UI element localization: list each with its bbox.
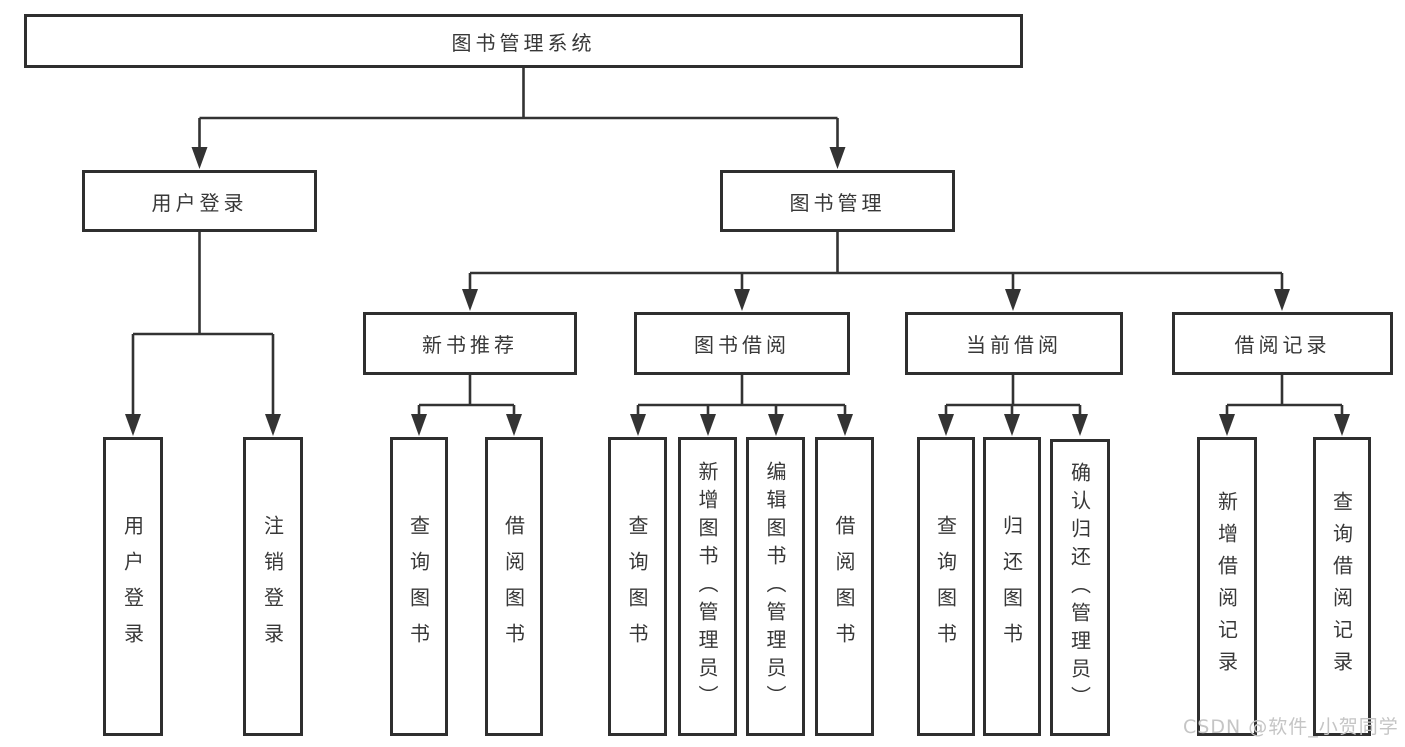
arrowhead [1005,289,1021,311]
node-root: 图书管理系统 [24,14,1023,68]
connector-root-branch [191,68,846,169]
arrowhead [125,414,141,436]
arrowhead [837,414,853,436]
arrowhead [462,289,478,311]
arrowhead [265,414,281,436]
arrowhead [1334,414,1350,436]
node-user-login: 用户登录 [82,170,317,232]
node-leaf-user-login: 用户登录 [103,437,163,736]
connector-borrow-records-branch [1219,375,1350,436]
csdn-watermark: CSDN @软件_小贺同学 [1183,716,1399,738]
node-leaf-return-book: 归还图书 [983,437,1041,736]
arrowhead [1219,414,1235,436]
connector-user-login-branch [125,232,281,436]
node-leaf-query-books-1: 查询图书 [390,437,448,736]
connector-current-borrow-branch [938,375,1088,436]
connector-book-borrow-branch [630,375,853,436]
arrowhead [1004,414,1020,436]
node-leaf-logout: 注销登录 [243,437,303,736]
node-borrow-records: 借阅记录 [1172,312,1393,375]
arrowhead [829,147,846,169]
arrowhead [768,414,784,436]
connector-book-management-branch [462,232,1290,311]
arrowhead [1072,414,1088,436]
node-book-borrow: 图书借阅 [634,312,850,375]
node-leaf-query-books-3: 查询图书 [917,437,975,736]
arrowhead [506,414,522,436]
arrowhead [938,414,954,436]
arrowhead [700,414,716,436]
node-leaf-confirm-return-admin: 确认归还（管理员） [1050,439,1110,736]
node-leaf-borrow-books-2: 借阅图书 [815,437,874,736]
node-leaf-query-books-2: 查询图书 [608,437,667,736]
node-new-book-recommend: 新书推荐 [363,312,577,375]
arrowhead [734,289,750,311]
arrowhead [630,414,646,436]
node-leaf-edit-book-admin: 编辑图书（管理员） [746,437,805,736]
node-current-borrow: 当前借阅 [905,312,1123,375]
connector-new-book-recommend-branch [411,375,522,436]
arrowhead [191,147,208,169]
arrowhead [411,414,427,436]
node-leaf-add-book-admin: 新增图书（管理员） [678,437,737,736]
arrowhead [1274,289,1290,311]
node-book-management: 图书管理 [720,170,955,232]
node-leaf-add-borrow-record: 新增借阅记录 [1197,437,1257,736]
node-leaf-borrow-books-1: 借阅图书 [485,437,543,736]
node-leaf-query-borrow-record: 查询借阅记录 [1313,437,1371,736]
